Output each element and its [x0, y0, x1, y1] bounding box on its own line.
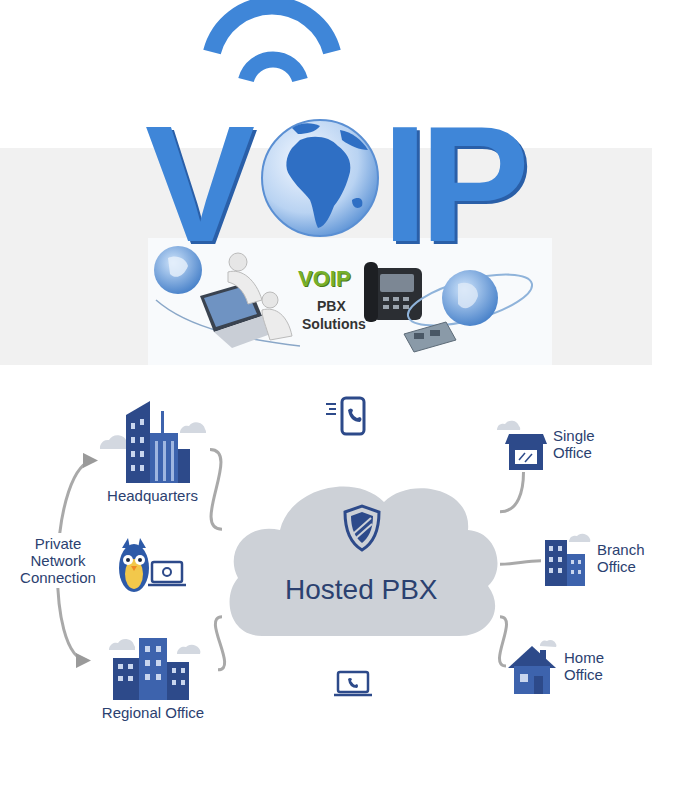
edge-label: Private Network Connection	[13, 533, 103, 588]
node-label: Branch Office	[597, 541, 659, 575]
office-node: Branch Office	[541, 530, 659, 586]
node-icon	[103, 628, 203, 700]
home-node: Home Office	[506, 638, 620, 694]
connector-line	[210, 450, 222, 530]
node-icon	[98, 395, 208, 483]
node-icon	[506, 638, 558, 694]
cloud-shape	[222, 468, 500, 643]
node-label: Headquarters	[95, 487, 210, 504]
node-label: Home Office	[564, 649, 620, 683]
node-label: Hosted PBX	[285, 574, 438, 606]
banner-title: VOIP	[298, 268, 351, 290]
banner-text: Solutions	[302, 317, 366, 331]
connector-line	[500, 561, 541, 564]
office-node: Single Office	[495, 416, 609, 472]
node-label: Regional Office	[88, 704, 218, 721]
office-building-node: Regional Office	[88, 628, 218, 721]
connector-line	[499, 617, 506, 666]
banner-text: PBX	[317, 299, 346, 313]
office-building-node: Headquarters	[95, 395, 210, 504]
node-icon	[541, 530, 591, 586]
connector-line	[500, 472, 524, 512]
cloud-node: Hosted PBX	[222, 468, 500, 643]
logo-letter: V	[145, 102, 255, 267]
node-label: Single Office	[553, 427, 609, 461]
connector-line	[215, 617, 224, 670]
logo-letters: IP	[382, 102, 522, 267]
node-icon	[495, 416, 547, 472]
